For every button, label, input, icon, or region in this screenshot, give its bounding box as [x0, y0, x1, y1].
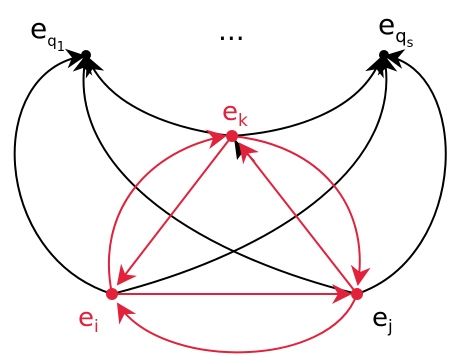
node-q1 — [81, 50, 91, 60]
edge-i-to-qs — [111, 54, 398, 295]
edge-k-to-i — [116, 135, 233, 286]
edge-i-to-k-arc — [107, 129, 227, 295]
edge-j-to-qs — [356, 49, 447, 295]
label-qs: eqs — [378, 8, 414, 51]
edge-k-to-j-arc — [231, 135, 371, 286]
label-q1: eq1 — [30, 12, 65, 55]
edge-k-to-q1 — [85, 56, 233, 137]
edge-j-to-q1 — [72, 54, 358, 295]
label-k: ek — [222, 97, 248, 131]
label-j: ej — [372, 303, 393, 337]
edge-j-to-i-loop — [116, 293, 358, 354]
edge-i-to-q1 — [13, 48, 113, 295]
label-i: ei — [78, 303, 99, 337]
node-k — [226, 130, 238, 142]
node-qs — [379, 50, 389, 60]
node-i — [106, 288, 118, 300]
edge-k-to-qs — [231, 56, 384, 137]
ellipsis: ... — [218, 14, 245, 47]
node-j — [351, 288, 363, 300]
edge-j-to-k — [238, 142, 358, 295]
